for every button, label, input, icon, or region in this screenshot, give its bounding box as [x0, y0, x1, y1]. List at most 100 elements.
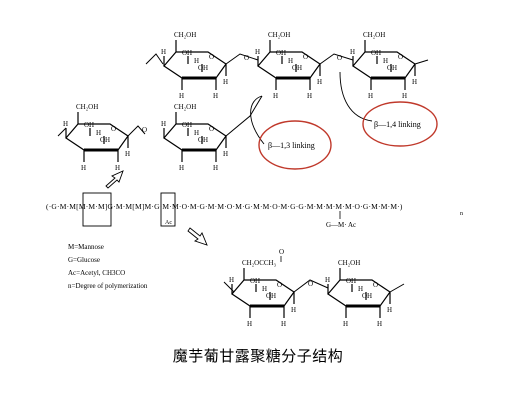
h-atom-3: H — [317, 78, 322, 86]
ring-oxygen: O — [209, 53, 214, 61]
legend-polymerization: n=Degree of polymerization — [68, 282, 148, 290]
ring-oxygen: O — [398, 53, 403, 61]
h-atom-2: H — [281, 320, 286, 328]
h-atom-inner: H — [383, 57, 388, 65]
pyranose-ring-5: O — [163, 112, 227, 162]
pyranose-ring-2: O — [257, 40, 321, 90]
hydroxyl-label: OH — [182, 121, 192, 129]
c6-label: CH₂OH — [363, 31, 385, 39]
h-atom-inner: H — [194, 129, 199, 137]
ring-oxygen: O — [209, 125, 214, 133]
pyranose-ring-6: O — [231, 268, 295, 318]
hollow-arrow-down — [187, 227, 208, 246]
glycosidic-bond-9 — [389, 283, 405, 293]
h-atom-1: H — [247, 320, 252, 328]
figure-caption: 魔芋葡甘露聚糖分子结构 — [172, 347, 344, 365]
ring-outline — [257, 51, 321, 79]
hydroxyl-label: OH — [266, 292, 276, 300]
c6-label: CH₂OH — [76, 103, 98, 111]
h-atom-3: H — [125, 150, 130, 158]
bridge-oxygen: O — [308, 280, 313, 288]
hydroxyl-label: OH — [250, 277, 260, 285]
ring-outline — [65, 123, 129, 151]
backbone-bracket-1 — [82, 192, 112, 227]
bridge-oxygen: O — [337, 54, 342, 62]
hydroxyl-label: OH — [198, 136, 208, 144]
h-atom-3: H — [223, 150, 228, 158]
h-atom-2: H — [377, 320, 382, 328]
glycosidic-bond-2 — [319, 53, 354, 65]
backbone-chain: (·G·M·M[M·M·M]G·M·M[M]M·G·M·M·O·M·G·M·M·… — [46, 192, 463, 229]
hydroxyl-label: OH — [387, 64, 397, 72]
h-atom-0: H — [161, 48, 166, 56]
h-atom-2: H — [402, 92, 407, 100]
hydroxyl-label: OH — [182, 49, 192, 57]
h-atom-2: H — [213, 164, 218, 172]
arrow-1-3 — [250, 95, 265, 145]
legend-mannose: M=Mannose — [68, 243, 104, 251]
hydroxyl-label: OH — [100, 136, 110, 144]
h-atom-0: H — [161, 120, 166, 128]
hydroxyl-label: OH — [292, 64, 302, 72]
hydroxyl-label: OH — [276, 49, 286, 57]
hydroxyl-label: OH — [84, 121, 94, 129]
hydroxyl-label: OH — [371, 49, 381, 57]
linking-1-3-label: β—1,3 linking — [268, 141, 315, 150]
backbone-sequence: (·G·M·M[M·M·M]G·M·M[M]M·G·M·M·O·M·G·M·M·… — [46, 202, 403, 211]
h-atom-inner: H — [358, 285, 363, 293]
h-atom-0: H — [229, 276, 234, 284]
arrow-1-4 — [339, 71, 373, 122]
h-atom-0: H — [255, 48, 260, 56]
h-atom-inner: H — [194, 57, 199, 65]
bridge-oxygen: O — [142, 126, 147, 134]
bridge-oxygen: O — [244, 54, 249, 62]
ring-oxygen: O — [111, 125, 116, 133]
hydroxyl-label: OH — [198, 64, 208, 72]
ring-oxygen: O — [277, 281, 282, 289]
backbone-bracket-ac: Ac — [165, 220, 172, 226]
ring-oxygen: O — [373, 281, 378, 289]
h-atom-inner: H — [96, 129, 101, 137]
acetyl-carbonyl-o: O — [279, 248, 284, 256]
h-atom-1: H — [273, 92, 278, 100]
c6-label: CH₂OH — [338, 259, 360, 267]
c6-label: CH₂OCCH₃ — [242, 259, 277, 267]
glycosidic-bond-7 — [223, 281, 235, 293]
c6-label: CH₂OH — [174, 103, 196, 111]
ring-outline — [163, 123, 227, 151]
pyranose-ring-3: O — [352, 40, 416, 90]
h-atom-3: H — [291, 306, 296, 314]
h-atom-2: H — [213, 92, 218, 100]
h-atom-inner: H — [288, 57, 293, 65]
pyranose-ring-7: O — [327, 268, 391, 318]
ring-outline — [352, 51, 416, 79]
backbone-subscript: n — [460, 211, 463, 217]
c6-label: CH₂OH — [174, 31, 196, 39]
pyranose-ring-1: O — [163, 40, 227, 90]
glycosidic-bond-group — [57, 53, 429, 293]
glycosidic-bond-3 — [414, 59, 429, 65]
h-atom-0: H — [325, 276, 330, 284]
legend-acetyl: Ac=Acetyl, CH3CO — [68, 269, 125, 277]
ring-outline — [231, 279, 295, 307]
glycosidic-bond-6 — [225, 95, 263, 137]
h-atom-0: H — [350, 48, 355, 56]
h-atom-inner: H — [262, 285, 267, 293]
glycosidic-bond-5 — [127, 125, 146, 137]
h-atom-1: H — [343, 320, 348, 328]
h-atom-1: H — [179, 92, 184, 100]
backbone-bracket-2 — [160, 192, 176, 227]
h-atom-2: H — [307, 92, 312, 100]
glycosidic-bond-1 — [225, 53, 259, 65]
legend: M=Mannose G=Glucose Ac=Acetyl, CH3CO n=D… — [68, 243, 148, 290]
ring-oxygen: O — [303, 53, 308, 61]
linking-1-3-ellipse — [258, 120, 332, 170]
ring-outline — [163, 51, 227, 79]
h-atom-2: H — [115, 164, 120, 172]
linking-1-4-ellipse — [362, 101, 438, 147]
h-atom-0: H — [63, 120, 68, 128]
hydroxyl-label: OH — [346, 277, 356, 285]
ring-outline — [327, 279, 391, 307]
